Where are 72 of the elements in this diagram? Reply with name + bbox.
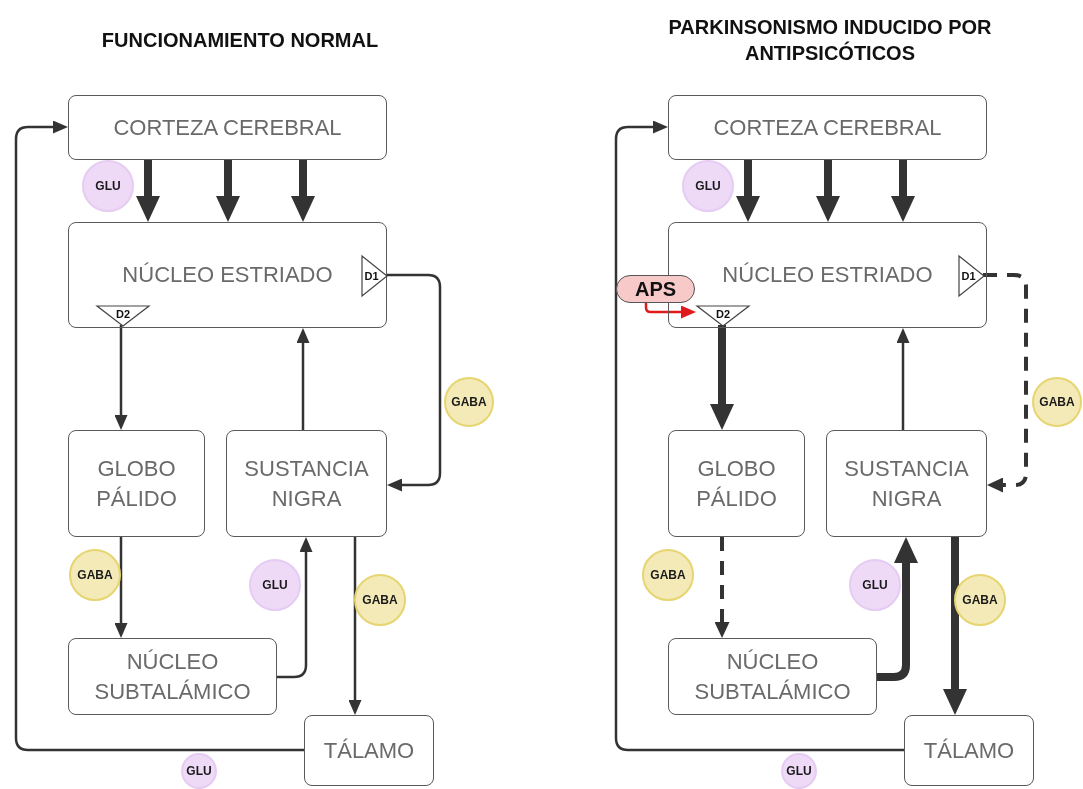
neurotransmitter-circle [682,160,734,212]
arrow [644,303,696,319]
receptor-triangle [97,306,149,326]
region-box [904,715,1034,786]
neurotransmitter-label: GLU [862,578,888,592]
region-label: TÁLAMO [923,736,1015,765]
arrow [296,328,310,430]
neurotransmitter-circle [444,377,494,427]
neurotransmitter-circle [181,753,217,789]
neurotransmitter-label: GLU [786,764,812,778]
receptor-label: D1 [961,270,976,282]
region-box [826,430,987,537]
arrow [348,537,362,715]
region-label: NÚCLEO SUBTALÁMICO [693,647,852,706]
neurotransmitter-label: GABA [362,593,398,607]
arrow [896,328,910,430]
neurotransmitter-circle [354,574,406,626]
neurotransmitter-label: GLU [95,179,121,193]
receptor-triangle [362,256,387,296]
region-box [668,638,877,715]
neurotransmitter-circle [69,549,121,601]
region-label: GLOBO PÁLIDO [695,454,778,513]
neurotransmitter-circle [781,753,817,789]
arrow [983,273,1028,493]
region-label: SUSTANCIA NIGRA [243,454,370,513]
neurotransmitter-label: GABA [77,568,113,582]
neurotransmitter-circle [642,549,694,601]
panel-heading: PARKINSONISMO INDUCIDO POR ANTIPSICÓTICOS [667,15,993,66]
region-box [668,430,805,537]
arrow [714,537,730,638]
neurotransmitter-label: GABA [962,593,998,607]
receptor-label: D1 [364,270,379,282]
arrow [114,325,128,430]
region-box [668,95,987,160]
drug-pill [616,275,695,303]
region-box [304,715,434,786]
drug-label: APS [634,277,677,301]
neurotransmitter-circle [249,559,301,611]
region-label: NÚCLEO ESTRIADO [722,261,933,289]
receptor-triangle [959,256,984,296]
neurotransmitter-circle [849,559,901,611]
region-label: CORTEZA CEREBRAL [713,113,942,142]
region-label: NÚCLEO ESTRIADO [122,261,333,289]
arrow [386,273,442,492]
region-label: GLOBO PÁLIDO [95,454,178,513]
receptor-label: D2 [715,308,731,320]
arrow [277,537,313,679]
region-box [226,430,387,537]
region-box [68,638,277,715]
region-label: SUSTANCIA NIGRA [843,454,970,513]
arrow [710,325,734,430]
arrow [114,537,128,638]
region-box [68,95,387,160]
receptor-label: D2 [115,308,131,320]
region-box [68,430,205,537]
panel-heading: FUNCIONAMIENTO NORMAL [100,28,380,53]
neurotransmitter-label: GABA [451,395,487,409]
neurotransmitter-label: GLU [262,578,288,592]
region-box [68,222,387,328]
region-label: CORTEZA CEREBRAL [113,113,342,142]
neurotransmitter-label: GABA [1039,395,1075,409]
neurotransmitter-label: GABA [650,568,686,582]
region-label: TÁLAMO [323,736,415,765]
arrow [14,120,304,752]
neurotransmitter-circle [1032,377,1082,427]
region-label: NÚCLEO SUBTALÁMICO [93,647,252,706]
neurotransmitter-circle [954,574,1006,626]
neurotransmitter-label: GLU [695,179,721,193]
neurotransmitter-circle [82,160,134,212]
arrow [614,120,904,752]
neurotransmitter-label: GLU [186,764,212,778]
receptor-triangle [697,306,749,326]
